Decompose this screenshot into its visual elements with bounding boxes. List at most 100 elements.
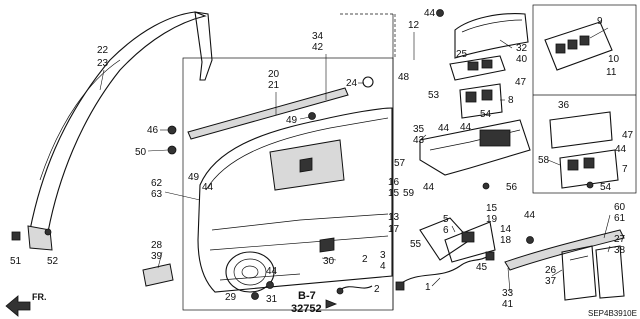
callout-61: 61 xyxy=(614,213,626,224)
callout-22: 22 xyxy=(97,45,109,56)
switch-panel-top xyxy=(449,55,506,81)
callout-6: 6 xyxy=(443,225,449,236)
callout-43: 43 xyxy=(413,135,425,146)
clip-49 xyxy=(308,112,316,120)
callout-51: 51 xyxy=(10,256,22,267)
clip-29 xyxy=(251,292,259,300)
callout-44-c: 44 xyxy=(438,123,450,134)
callout-53: 53 xyxy=(428,90,440,101)
clip-24 xyxy=(362,76,374,88)
callout-52: 52 xyxy=(47,256,59,267)
callout-40: 40 xyxy=(516,54,528,65)
callout-57: 57 xyxy=(394,158,406,169)
callout-18: 18 xyxy=(500,235,512,246)
callout-37: 37 xyxy=(545,276,557,287)
callout-36: 36 xyxy=(558,100,570,111)
callout-63: 63 xyxy=(151,189,163,200)
callout-28: 28 xyxy=(151,240,163,251)
clip-44-low xyxy=(526,236,534,244)
callout-47: 47 xyxy=(515,77,527,88)
leader-lines xyxy=(99,27,611,293)
callout-labels: 22 23 34 42 12 44 32 40 9 10 11 20 21 24… xyxy=(10,8,634,310)
callout-25: 25 xyxy=(456,49,468,60)
callout-44: 44 xyxy=(424,8,436,19)
callout-2: 2 xyxy=(362,254,368,265)
callout-38: 38 xyxy=(614,245,626,256)
clip-56 xyxy=(482,182,490,190)
callout-23: 23 xyxy=(97,58,109,69)
callout-44-g: 44 xyxy=(524,210,536,221)
armrest-base xyxy=(419,119,531,176)
reference-tag: B-7 32752 xyxy=(291,290,338,315)
callout-56: 56 xyxy=(506,182,518,193)
callout-44-b: 44 xyxy=(460,122,472,133)
callout-10: 10 xyxy=(608,54,620,65)
callout-44-e: 44 xyxy=(423,182,435,193)
wire-harness xyxy=(395,251,495,291)
callout-42: 42 xyxy=(312,42,324,53)
callout-31: 31 xyxy=(266,294,278,305)
clip-46 xyxy=(167,125,177,135)
callout-44-d: 44 xyxy=(615,144,627,155)
callout-15: 15 xyxy=(388,188,400,199)
callout-11: 11 xyxy=(606,67,617,78)
callout-60: 60 xyxy=(614,202,626,213)
callout-15-b: 15 xyxy=(486,203,498,214)
callout-59: 59 xyxy=(403,188,415,199)
door-lining-panel xyxy=(197,107,393,293)
clip-31 xyxy=(266,281,274,289)
callout-30: 30 xyxy=(323,256,335,267)
window-garnish-strip xyxy=(27,11,213,251)
inside-handle xyxy=(419,217,496,263)
master-switch xyxy=(544,21,613,71)
callout-39: 39 xyxy=(151,251,163,262)
clip-50 xyxy=(167,145,177,155)
callout-21: 21 xyxy=(268,80,280,91)
callout-12: 12 xyxy=(408,20,420,31)
callout-5: 5 xyxy=(443,214,449,225)
callout-24: 24 xyxy=(346,78,358,89)
callout-9: 9 xyxy=(597,16,603,27)
callout-46: 46 xyxy=(147,125,159,136)
grommet-pad xyxy=(142,263,174,287)
callout-54-b: 54 xyxy=(600,182,612,193)
callout-16: 16 xyxy=(388,177,400,188)
callout-44-h: 44 xyxy=(266,266,278,277)
callout-49-b: 49 xyxy=(188,172,200,183)
inner-weatherstrip xyxy=(187,87,349,140)
callout-4: 4 xyxy=(380,261,386,272)
door-pocket xyxy=(561,245,625,301)
callout-7: 7 xyxy=(622,164,628,175)
callout-44-f: 44 xyxy=(202,182,214,193)
callout-58: 58 xyxy=(538,155,550,166)
callout-1: 1 xyxy=(425,282,431,293)
callout-26: 26 xyxy=(545,265,557,276)
clip-54 xyxy=(586,181,594,189)
callout-33: 33 xyxy=(502,288,514,299)
diagram-code: SEP4B3910E xyxy=(588,309,637,318)
callout-19: 19 xyxy=(486,214,498,225)
callout-27: 27 xyxy=(614,234,626,245)
callout-14: 14 xyxy=(500,224,512,235)
switch-detail-box xyxy=(532,4,637,194)
switch-assembly xyxy=(549,111,619,189)
front-arrow: FR. xyxy=(5,292,47,317)
callout-54: 54 xyxy=(480,109,492,120)
callout-50: 50 xyxy=(135,147,147,158)
screw-51 xyxy=(11,231,21,241)
ref-page: B-7 xyxy=(298,290,316,302)
callout-45: 45 xyxy=(476,262,488,273)
callout-8: 8 xyxy=(508,95,514,106)
callout-13: 13 xyxy=(388,212,400,223)
clip-44-top xyxy=(436,9,444,17)
harness-detail xyxy=(336,285,373,295)
callout-47-b: 47 xyxy=(622,130,634,141)
callout-62: 62 xyxy=(151,178,163,189)
callout-32: 32 xyxy=(516,43,528,54)
front-label: FR. xyxy=(32,292,47,302)
callout-29: 29 xyxy=(225,292,237,303)
switch-area-box xyxy=(340,13,396,58)
ref-number: 32752 xyxy=(291,303,322,315)
armrest-pad xyxy=(454,13,529,59)
